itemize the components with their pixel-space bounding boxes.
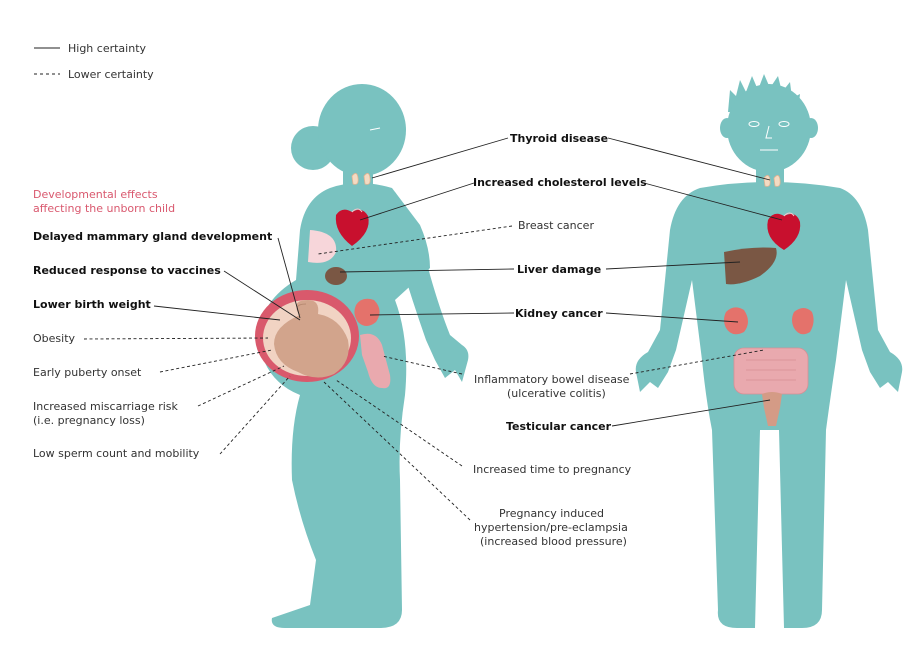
line-kidney-man	[605, 312, 739, 323]
woman-liver-icon	[325, 267, 347, 285]
label-miscarriage-line2: (i.e. pregnancy loss)	[33, 414, 145, 427]
label-vaccines: Reduced response to vaccines	[33, 264, 221, 277]
label-preeclampsia-line3: (increased blood pressure)	[480, 535, 627, 548]
legend-dashed-label: Lower certainty	[68, 68, 154, 81]
line-ibd-woman	[381, 355, 463, 375]
man-thyroid-icon	[763, 175, 781, 187]
woman-eye	[369, 127, 381, 131]
woman-organs	[255, 173, 391, 389]
line-sperm	[219, 375, 291, 455]
woman-heart-icon	[335, 209, 369, 246]
line-testicular	[611, 399, 771, 427]
fetus-icon	[274, 300, 349, 378]
man-right-eye	[778, 121, 790, 127]
man-intestine-icon	[733, 347, 809, 395]
dashed-connectors	[83, 225, 765, 521]
label-thyroid: Thyroid disease	[510, 132, 608, 145]
woman-face	[369, 127, 381, 131]
label-mammary: Delayed mammary gland development	[33, 230, 272, 243]
label-puberty: Early puberty onset	[33, 366, 142, 379]
labels: Developmental effects affecting the unbo…	[33, 132, 647, 548]
line-preeclampsia	[323, 381, 471, 521]
man-left-kidney-icon	[724, 307, 748, 335]
line-mammary	[277, 237, 301, 319]
line-liver-man	[605, 261, 741, 270]
developmental-heading-line2: affecting the unborn child	[33, 202, 175, 215]
label-miscarriage-line1: Increased miscarriage risk	[33, 400, 179, 413]
line-liver-woman	[339, 268, 515, 273]
woman-thyroid-icon	[351, 173, 371, 185]
man-left-eye	[748, 121, 760, 127]
line-puberty	[159, 349, 273, 373]
woman-kidney-icon	[354, 298, 380, 326]
label-kidney: Kidney cancer	[515, 307, 603, 320]
label-birth-weight: Lower birth weight	[33, 298, 151, 311]
connectors	[153, 137, 783, 427]
man-face	[748, 121, 790, 151]
man-heart-icon	[767, 213, 801, 250]
man-right-kidney-icon	[792, 308, 814, 335]
label-liver: Liver damage	[517, 263, 601, 276]
legend: High certainty Lower certainty	[34, 42, 154, 81]
label-breast-cancer: Breast cancer	[518, 219, 594, 232]
label-testicular: Testicular cancer	[506, 420, 612, 433]
man-liver-icon	[724, 247, 777, 285]
line-cholesterol-man	[643, 182, 783, 221]
man-nose	[765, 125, 772, 139]
line-miscarriage	[197, 365, 285, 407]
label-obesity: Obesity	[33, 332, 76, 345]
label-ibd-line2: (ulcerative colitis)	[507, 387, 606, 400]
line-obesity	[83, 337, 269, 340]
label-preeclampsia-line1: Pregnancy induced	[499, 507, 604, 520]
line-time-pregnancy	[335, 379, 463, 467]
woman-intestine-icon	[360, 333, 391, 389]
woman-head	[318, 84, 406, 176]
line-vaccines	[223, 270, 301, 321]
line-thyroid-woman	[371, 137, 509, 179]
legend-solid-label: High certainty	[68, 42, 147, 55]
label-time-to-pregnancy: Increased time to pregnancy	[473, 463, 632, 476]
label-preeclampsia-line2: hypertension/pre-eclampsia	[474, 521, 628, 534]
label-sperm: Low sperm count and mobility	[33, 447, 200, 460]
line-cholesterol-woman	[359, 182, 475, 221]
line-kidney-woman	[369, 312, 515, 316]
label-cholesterol: Increased cholesterol levels	[473, 176, 647, 189]
developmental-heading-line1: Developmental effects	[33, 188, 158, 201]
woman-arm	[395, 192, 469, 382]
line-birth-weight	[153, 305, 281, 321]
man-organs	[724, 175, 814, 426]
line-thyroid-man	[607, 137, 771, 181]
woman-breast-icon	[308, 230, 337, 263]
line-ibd-man	[629, 349, 765, 375]
label-ibd-line1: Inflammatory bowel disease	[474, 373, 630, 386]
